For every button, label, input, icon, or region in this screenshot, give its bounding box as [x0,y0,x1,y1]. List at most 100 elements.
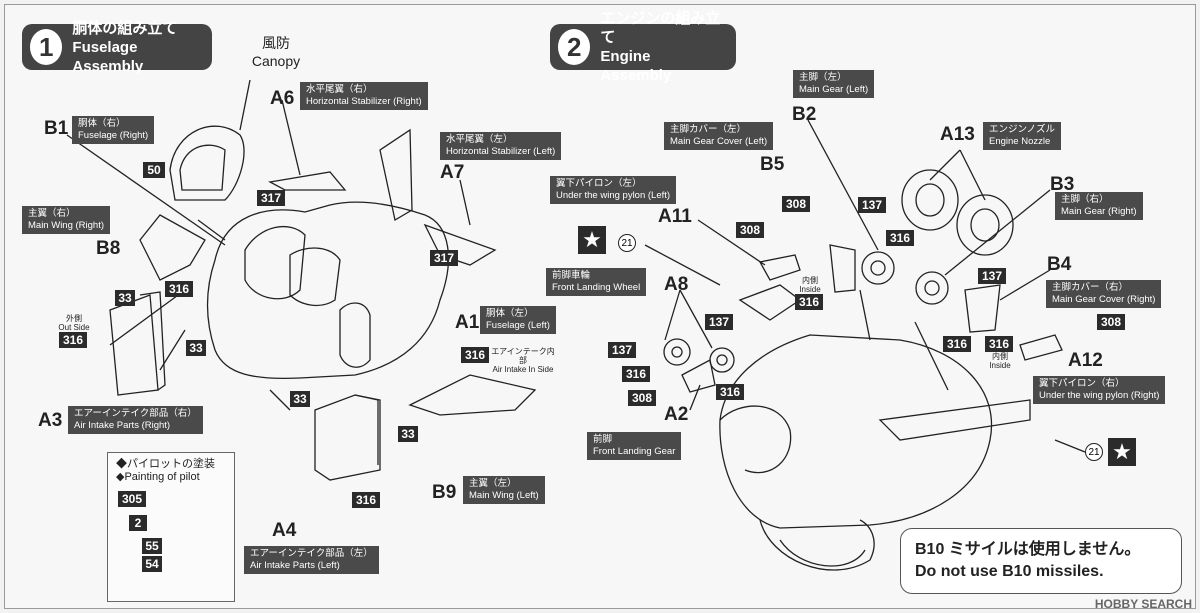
part-A1: A1 [455,312,480,333]
pilot-painting-box [107,452,235,602]
part-B3: B3 [1050,174,1075,195]
code-33: 33 [290,391,310,407]
code-137: 137 [978,268,1006,284]
part-B5: B5 [760,154,785,175]
label-en: Main Gear Cover (Right) [1052,294,1156,305]
label-fuselage-left: 胴体（左） Fuselage (Left) [480,306,556,334]
label-jp: 翼下パイロン（右） [1039,378,1125,389]
intake-inside-jp: エアインテーク内部 [491,347,555,365]
label-jp: 主脚（左） [799,72,847,83]
inside-note-left: 内側 Inside [795,276,825,294]
label-en: Main Gear Cover (Left) [670,136,768,147]
label-en: Air Intake Parts (Left) [250,560,340,571]
label-front-gear: 前脚 Front Landing Gear [587,432,682,460]
label-en: Fuselage (Left) [486,320,550,331]
inside-note-right: 内側 Inside [985,352,1015,370]
label-gear-cover-left: 主脚カバー（左） Main Gear Cover (Left) [664,122,774,150]
label-en: Fuselage (Right) [78,130,149,141]
label-intake-left: エアーインテイク部品（左） Air Intake Parts (Left) [244,546,379,574]
label-jp: 主翼（左） [469,478,517,489]
label-en: Horizontal Stabilizer (Right) [306,96,422,107]
note-jp: B10 ミサイルは使用しません。 [915,541,1141,558]
label-en: Main Wing (Right) [28,220,105,231]
canopy-label: 風防 Canopy [236,34,316,70]
outside-en: Out Side [58,323,90,332]
label-jp: 主翼（右） [28,208,76,219]
step-number: 2 [558,29,591,65]
label-jp: エアーインテイク部品（右） [74,408,197,419]
label-jp: 胴体（左） [486,308,534,319]
outside-jp: 外側 [66,314,82,323]
label-jp: 胴体（右） [78,118,126,129]
label-jp: 主脚カバー（右） [1052,282,1129,293]
code-317: 317 [257,190,285,206]
code-316: 316 [461,347,489,363]
inside-en: Inside [799,285,821,294]
label-jp: エンジンノズル [989,124,1056,135]
code-54: 54 [142,556,162,572]
step-number: 1 [30,29,63,65]
label-jp: 翼下パイロン（左） [556,178,642,189]
code-137: 137 [858,197,886,213]
label-en: Main Wing (Left) [469,490,539,501]
code-316: 316 [59,332,87,348]
part-A13: A13 [940,124,975,145]
part-A4: A4 [272,520,297,541]
intake-inside-note: エアインテーク内部 Air Intake In Side [488,347,558,374]
code-33: 33 [398,426,418,442]
inside-jp: 内側 [802,276,818,285]
label-jp: 前脚車輪 [552,270,591,281]
step-2-header: 2 エンジンの組み立て Engine Assembly [550,10,736,84]
part-A8: A8 [664,274,689,295]
code-317: 317 [430,250,458,266]
label-en: Air Intake Parts (Right) [74,420,171,431]
code-316: 316 [943,336,971,352]
pilot-title: ◆パイロットの塗装 ◆Painting of pilot [116,458,226,484]
code-316: 316 [352,492,380,508]
code-316: 316 [622,366,650,382]
label-main-wing-left: 主翼（左） Main Wing (Left) [463,476,545,504]
code-137: 137 [705,314,733,330]
code-316: 316 [716,384,744,400]
part-A3: A3 [38,410,63,431]
step-1-header: 1 胴体の組み立て Fuselage Assembly [22,20,212,75]
label-en: Main Gear (Left) [799,84,869,95]
watermark: HOBBY SEARCH [1094,597,1192,611]
step-title-jp: エンジンの組み立て [600,10,721,46]
part-A12: A12 [1068,350,1103,371]
note-en: Do not use B10 missiles. [915,563,1104,580]
label-en: Under the wing pylon (Left) [556,190,671,201]
code-308: 308 [628,390,656,406]
label-main-gear-left: 主脚（左） Main Gear (Left) [793,70,875,98]
code-33: 33 [115,290,135,306]
label-jp: 主脚（右） [1061,194,1109,205]
part-A2: A2 [664,404,689,425]
label-en: Under the wing pylon (Right) [1039,390,1160,401]
label-en: Front Landing Wheel [552,282,641,293]
canopy-en: Canopy [251,53,301,69]
label-intake-right: エアーインテイク部品（右） Air Intake Parts (Right) [68,406,203,434]
label-en: Front Landing Gear [593,446,676,457]
label-en: Horizontal Stabilizer (Left) [446,146,556,157]
label-pylon-left: 翼下パイロン（左） Under the wing pylon (Left) [550,176,677,204]
step-title-en: Fuselage Assembly [72,38,144,75]
code-316: 316 [165,281,193,297]
inside-en: Inside [989,361,1011,370]
part-A7: A7 [440,162,465,183]
label-en: Main Gear (Right) [1061,206,1137,217]
label-main-wing-right: 主翼（右） Main Wing (Right) [22,206,111,234]
label-engine-nozzle: エンジンノズル Engine Nozzle [983,122,1062,150]
code-308: 308 [1097,314,1125,330]
code-308: 308 [736,222,764,238]
label-jp: 水平尾翼（左） [446,134,513,145]
code-2: 2 [129,515,147,531]
step-title-en: Engine Assembly [600,48,672,84]
code-308: 308 [782,196,810,212]
label-jp: 水平尾翼（右） [306,84,373,95]
intake-inside-en: Air Intake In Side [492,365,554,374]
code-55: 55 [142,538,162,554]
star-icon: ★ [578,226,606,254]
part-B2: B2 [792,104,817,125]
label-jp: 前脚 [593,434,613,445]
